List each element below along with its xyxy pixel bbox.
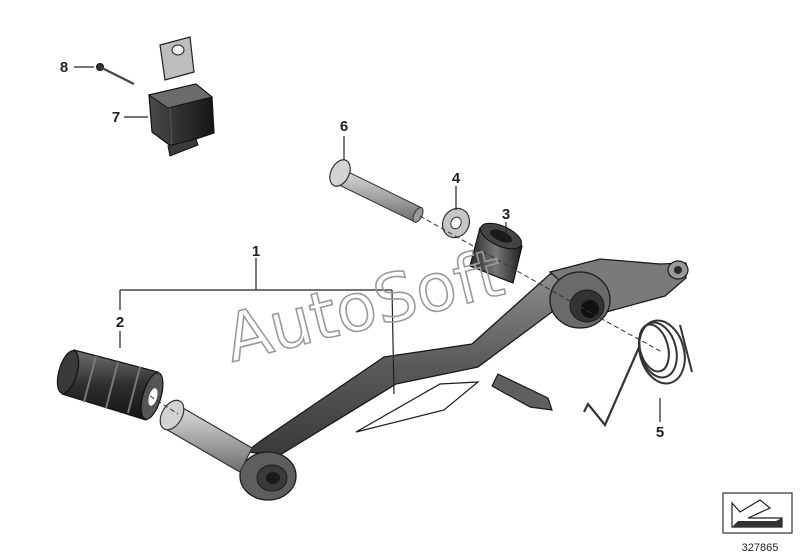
part-washer-4 — [441, 207, 471, 239]
part-switch-7 — [147, 36, 215, 157]
direction-arrow-icon — [722, 492, 793, 534]
part-rubber-2 — [56, 349, 164, 421]
callout-8: 8 — [60, 59, 68, 76]
leader-lines — [74, 66, 661, 422]
callout-6: 6 — [340, 118, 348, 135]
callout-4: 4 — [452, 170, 461, 187]
callout-1: 1 — [252, 243, 260, 260]
callout-2: 2 — [116, 314, 124, 331]
part-pin-8 — [96, 63, 135, 85]
part-pin-6 — [329, 159, 424, 223]
assembly-axis-lines — [149, 215, 663, 415]
part-lever-1 — [159, 258, 689, 501]
callout-5: 5 — [656, 424, 664, 441]
part-spring-5 — [583, 319, 693, 428]
callout-3: 3 — [502, 206, 510, 223]
callout-labels: 1 2 3 4 5 6 7 8 — [60, 59, 664, 441]
document-number: 327865 — [742, 542, 779, 554]
part-bushing-3 — [469, 222, 523, 284]
callout-7: 7 — [112, 109, 120, 126]
